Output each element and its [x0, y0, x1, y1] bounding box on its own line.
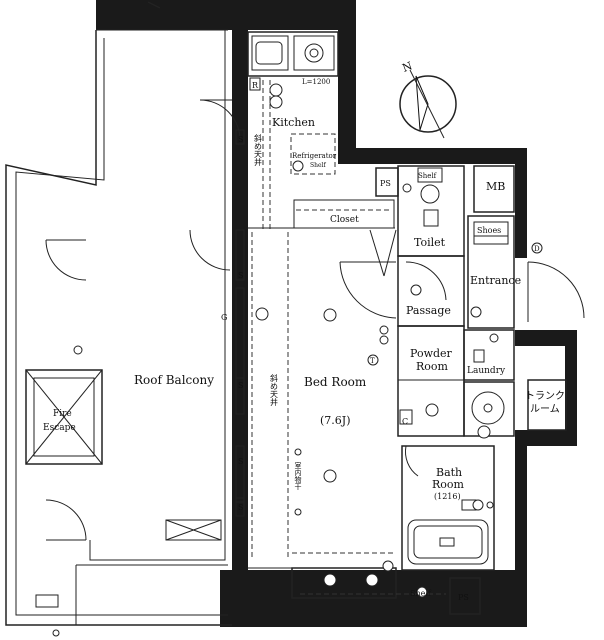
roof-balcony-outline	[5, 29, 232, 637]
indoor-clothesline-label: 室内物干	[294, 461, 302, 491]
kitchen-width-label: L=1200	[302, 78, 330, 86]
shoes-label: Shoes	[477, 226, 501, 235]
slope-ceiling-label-kitchen: 斜め天井	[254, 133, 263, 167]
marker-g: G	[221, 313, 227, 322]
bath-room-size-label: (1216)	[434, 492, 461, 501]
slope-ceiling-label-bedroom: 斜め天井	[270, 373, 279, 407]
bed-room	[248, 199, 397, 569]
ps-bottom-label: PS	[458, 593, 469, 602]
marker-c: C	[402, 417, 408, 426]
marker-s-3: S	[238, 381, 243, 390]
bottom-shelf-label: Shelf	[410, 589, 432, 598]
kitchen-label: Kitchen	[272, 116, 315, 129]
refrigerator-shelf-label: Shelf	[310, 162, 326, 169]
marker-s-1: S	[238, 135, 243, 144]
bed-room-size-label: (7.6J)	[320, 414, 351, 427]
mb-label: MB	[486, 180, 505, 193]
fire-escape-label-1: Fire	[53, 409, 72, 419]
marker-s-5: S	[238, 503, 243, 512]
marker-r: R	[252, 81, 259, 90]
bath-room-label-1: Bath	[436, 466, 462, 479]
bottom-shelf-ps	[291, 560, 481, 615]
marker-s-2: S	[238, 271, 243, 280]
bath-room	[401, 445, 495, 571]
bath-room-label-2: Room	[432, 478, 465, 491]
toilet-shelf-label: Shelf	[418, 172, 438, 180]
laundry-label: Laundry	[467, 366, 506, 376]
marker-d: D	[534, 245, 540, 253]
fire-escape-label-2: Escape	[43, 423, 76, 433]
roof-balcony-label: Roof Balcony	[134, 373, 214, 387]
toilet-label: Toilet	[414, 236, 446, 249]
powder-room-label-2: Room	[416, 360, 449, 373]
marker-t: T	[370, 357, 375, 365]
closet-label: Closet	[330, 215, 359, 225]
powder-room-label-1: Powder	[410, 347, 453, 360]
marker-s-4: S	[238, 457, 243, 466]
fire-escape-hatch	[25, 369, 103, 465]
bed-room-label: Bed Room	[304, 375, 367, 389]
top-arrow-fragment	[147, 1, 161, 9]
compass	[399, 69, 457, 139]
passage-label: Passage	[406, 304, 451, 317]
trunk-room-label-1: トランク	[525, 390, 565, 402]
compass-n-label: N	[401, 59, 415, 75]
balcony-door-swings	[45, 99, 241, 541]
structure-walls	[96, 0, 577, 627]
powder-room	[397, 325, 567, 439]
kitchen-fixtures	[247, 31, 339, 230]
entrance-label: Entrance	[470, 274, 521, 287]
window-marks	[235, 129, 245, 517]
ps-top-label: PS	[380, 179, 391, 188]
refrigerator-label: Refrigerator	[292, 152, 337, 160]
trunk-room-label-2: ルーム	[530, 403, 560, 415]
